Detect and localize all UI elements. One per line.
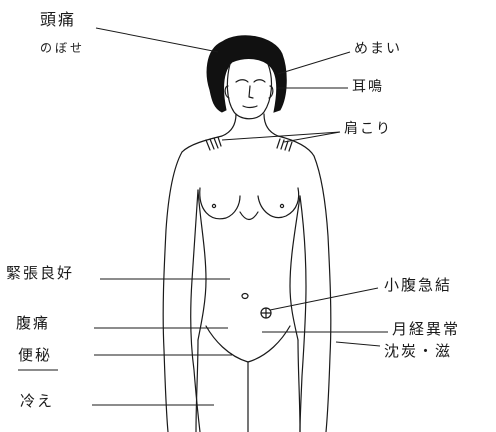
leg-left-outer [196,340,198,432]
label-lower-abdomen-knot: 小腹急結 [384,278,452,293]
label-tension: 緊張良好 [6,266,74,281]
label-hot-flush: のぼせ [40,42,85,54]
nipple-left [212,204,215,207]
label-dizziness: めまい [354,42,402,56]
left-eye [236,80,248,82]
label-stiff-shoulders: 肩こり [344,122,392,136]
label-menstrual-abnormality: 月経異常 [392,322,460,337]
navel [242,294,248,299]
torso-left [198,190,206,340]
hair [207,36,286,112]
label-headache: 頭痛 [40,12,76,28]
shoulder-hatch-left [206,137,221,150]
shoulder-right [278,136,314,156]
groin-left [206,326,248,362]
nipple-right [280,204,283,207]
leg-right-outer [298,340,300,432]
leader-knot [270,288,378,310]
leader-shoulder-left [222,132,340,140]
right-eye [254,80,265,82]
neck-right [264,114,278,136]
label-constipation: 便秘 [18,348,52,363]
torso-right [290,196,300,340]
nose [249,86,253,98]
right-arm-outer [314,156,331,432]
breast-left [200,188,240,219]
label-sediment: 沈炭・滋 [384,344,452,359]
left-arm-outer [163,152,182,432]
label-cold: 冷え [20,394,54,409]
left-arm-inner [191,190,200,432]
leader-headache [96,28,218,52]
leader-dizziness [278,52,350,74]
sternum-shade [240,212,258,220]
leader-sediment [336,342,380,346]
label-abdominal-pain: 腹痛 [16,316,50,331]
breast-right [258,188,299,218]
neck-left [222,114,236,136]
groin-right [248,326,290,362]
mouth [243,106,257,108]
right-arm-inner [300,196,306,432]
label-tinnitus: 耳鳴 [352,80,384,94]
